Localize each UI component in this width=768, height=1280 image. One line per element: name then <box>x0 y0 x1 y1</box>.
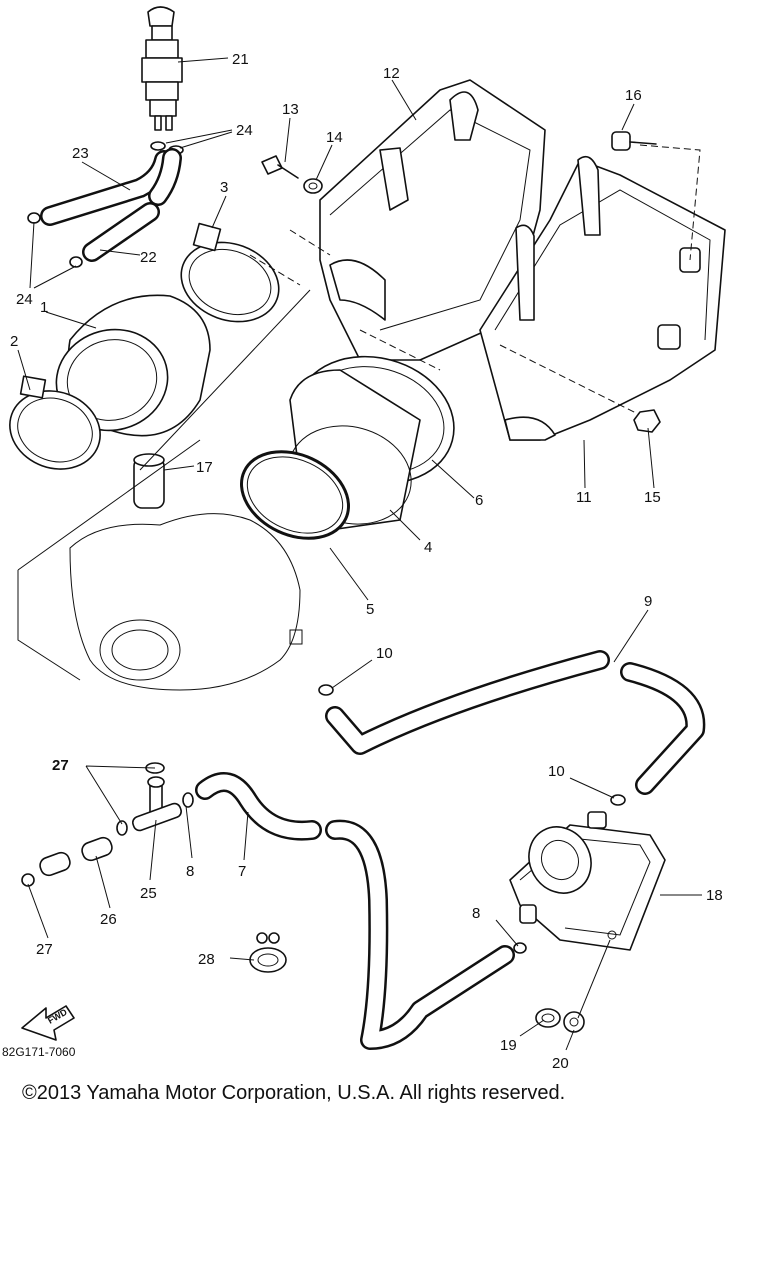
callout-16: 16 <box>625 87 642 104</box>
part-8-clip-right <box>513 942 527 954</box>
callout-15: 15 <box>644 489 661 506</box>
callout-24-lower: 24 <box>16 291 33 308</box>
callout-14: 14 <box>326 129 343 146</box>
callout-19: 19 <box>500 1037 517 1054</box>
callout-28: 28 <box>198 951 215 968</box>
part-12-airbox-upper <box>319 79 546 361</box>
part-22-hose <box>82 202 160 262</box>
part-26-hose <box>39 836 113 877</box>
callout-7: 7 <box>238 863 246 880</box>
callout-5: 5 <box>366 601 374 618</box>
part-15-nut <box>633 409 661 433</box>
callout-9: 9 <box>644 593 652 610</box>
callout-2: 2 <box>10 333 18 350</box>
part-8-clip-left <box>182 792 194 808</box>
part-13-bolt <box>261 155 299 179</box>
callout-17: 17 <box>196 459 213 476</box>
callout-8-right: 8 <box>472 905 480 922</box>
callout-25: 25 <box>140 885 157 902</box>
callout-11: 11 <box>576 489 592 506</box>
part-11-airbox-lower <box>479 155 726 441</box>
fwd-arrow-icon: FWD <box>21 1005 75 1041</box>
part-28-clip <box>249 932 287 973</box>
part-5-seal <box>240 450 350 540</box>
part-7-hose <box>195 772 515 1050</box>
leader-lines <box>17 57 702 1051</box>
callout-8-left: 8 <box>186 863 194 880</box>
engine-outline <box>69 513 303 691</box>
part-2-clamp <box>9 375 101 470</box>
callout-27-lower: 27 <box>36 941 53 958</box>
callout-12: 12 <box>383 65 400 82</box>
part-18-pump <box>509 811 666 951</box>
callout-22: 22 <box>140 249 157 266</box>
part-17-plug <box>133 453 165 509</box>
callout-23: 23 <box>72 145 89 162</box>
callout-6: 6 <box>475 492 483 509</box>
copyright-notice: ©2013 Yamaha Motor Corporation, U.S.A. A… <box>22 1082 566 1104</box>
part-16-bolt <box>611 131 657 151</box>
callout-24-upper: 24 <box>236 122 253 139</box>
part-14-washer <box>303 178 323 194</box>
callout-27-upper: 27 <box>52 757 69 774</box>
callout-20: 20 <box>552 1055 569 1072</box>
callout-18: 18 <box>706 887 723 904</box>
part-19-grommet <box>535 1008 561 1028</box>
callout-21: 21 <box>232 51 249 68</box>
part-20-washer <box>563 1011 585 1033</box>
part-27-clips <box>21 762 165 887</box>
callout-1: 1 <box>40 299 48 316</box>
callout-13: 13 <box>282 101 299 118</box>
part-10-clips <box>318 684 626 806</box>
callout-4: 4 <box>424 539 432 556</box>
callout-3: 3 <box>220 179 228 196</box>
callout-10-lower: 10 <box>548 763 565 780</box>
part-9-hose <box>325 650 706 795</box>
callout-26: 26 <box>100 911 117 928</box>
part-3-clamp <box>180 222 280 323</box>
drawing-code: 82G171-7060 <box>2 1045 76 1059</box>
callout-10-upper: 10 <box>376 645 393 662</box>
part-21-valve <box>141 6 183 131</box>
callout-labels: 21 24 23 22 24 3 1 2 17 12 13 14 16 6 4 … <box>2 51 723 1072</box>
part-25-fitting <box>132 776 182 832</box>
parts-diagram: FWD 21 <box>2 6 726 1072</box>
